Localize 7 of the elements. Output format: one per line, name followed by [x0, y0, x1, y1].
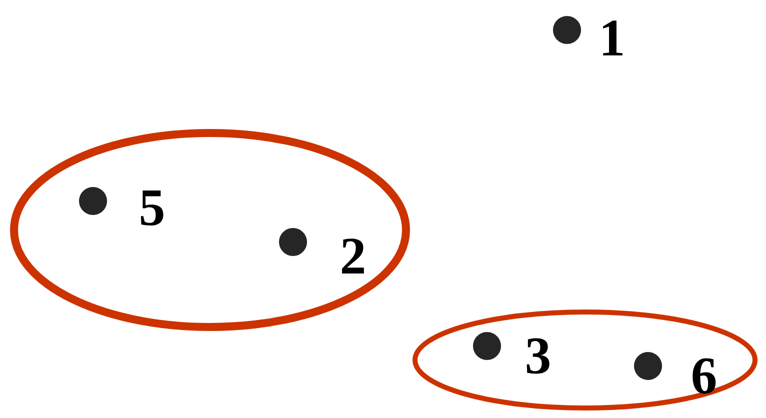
point-label: 1	[603, 20, 622, 56]
point-label: 5	[140, 190, 164, 226]
cluster-ellipse	[412, 310, 758, 410]
cluster-ellipse	[10, 129, 410, 331]
point-label: 6	[692, 358, 716, 394]
point-label: 3	[526, 338, 550, 374]
point-label: 2	[342, 238, 364, 274]
